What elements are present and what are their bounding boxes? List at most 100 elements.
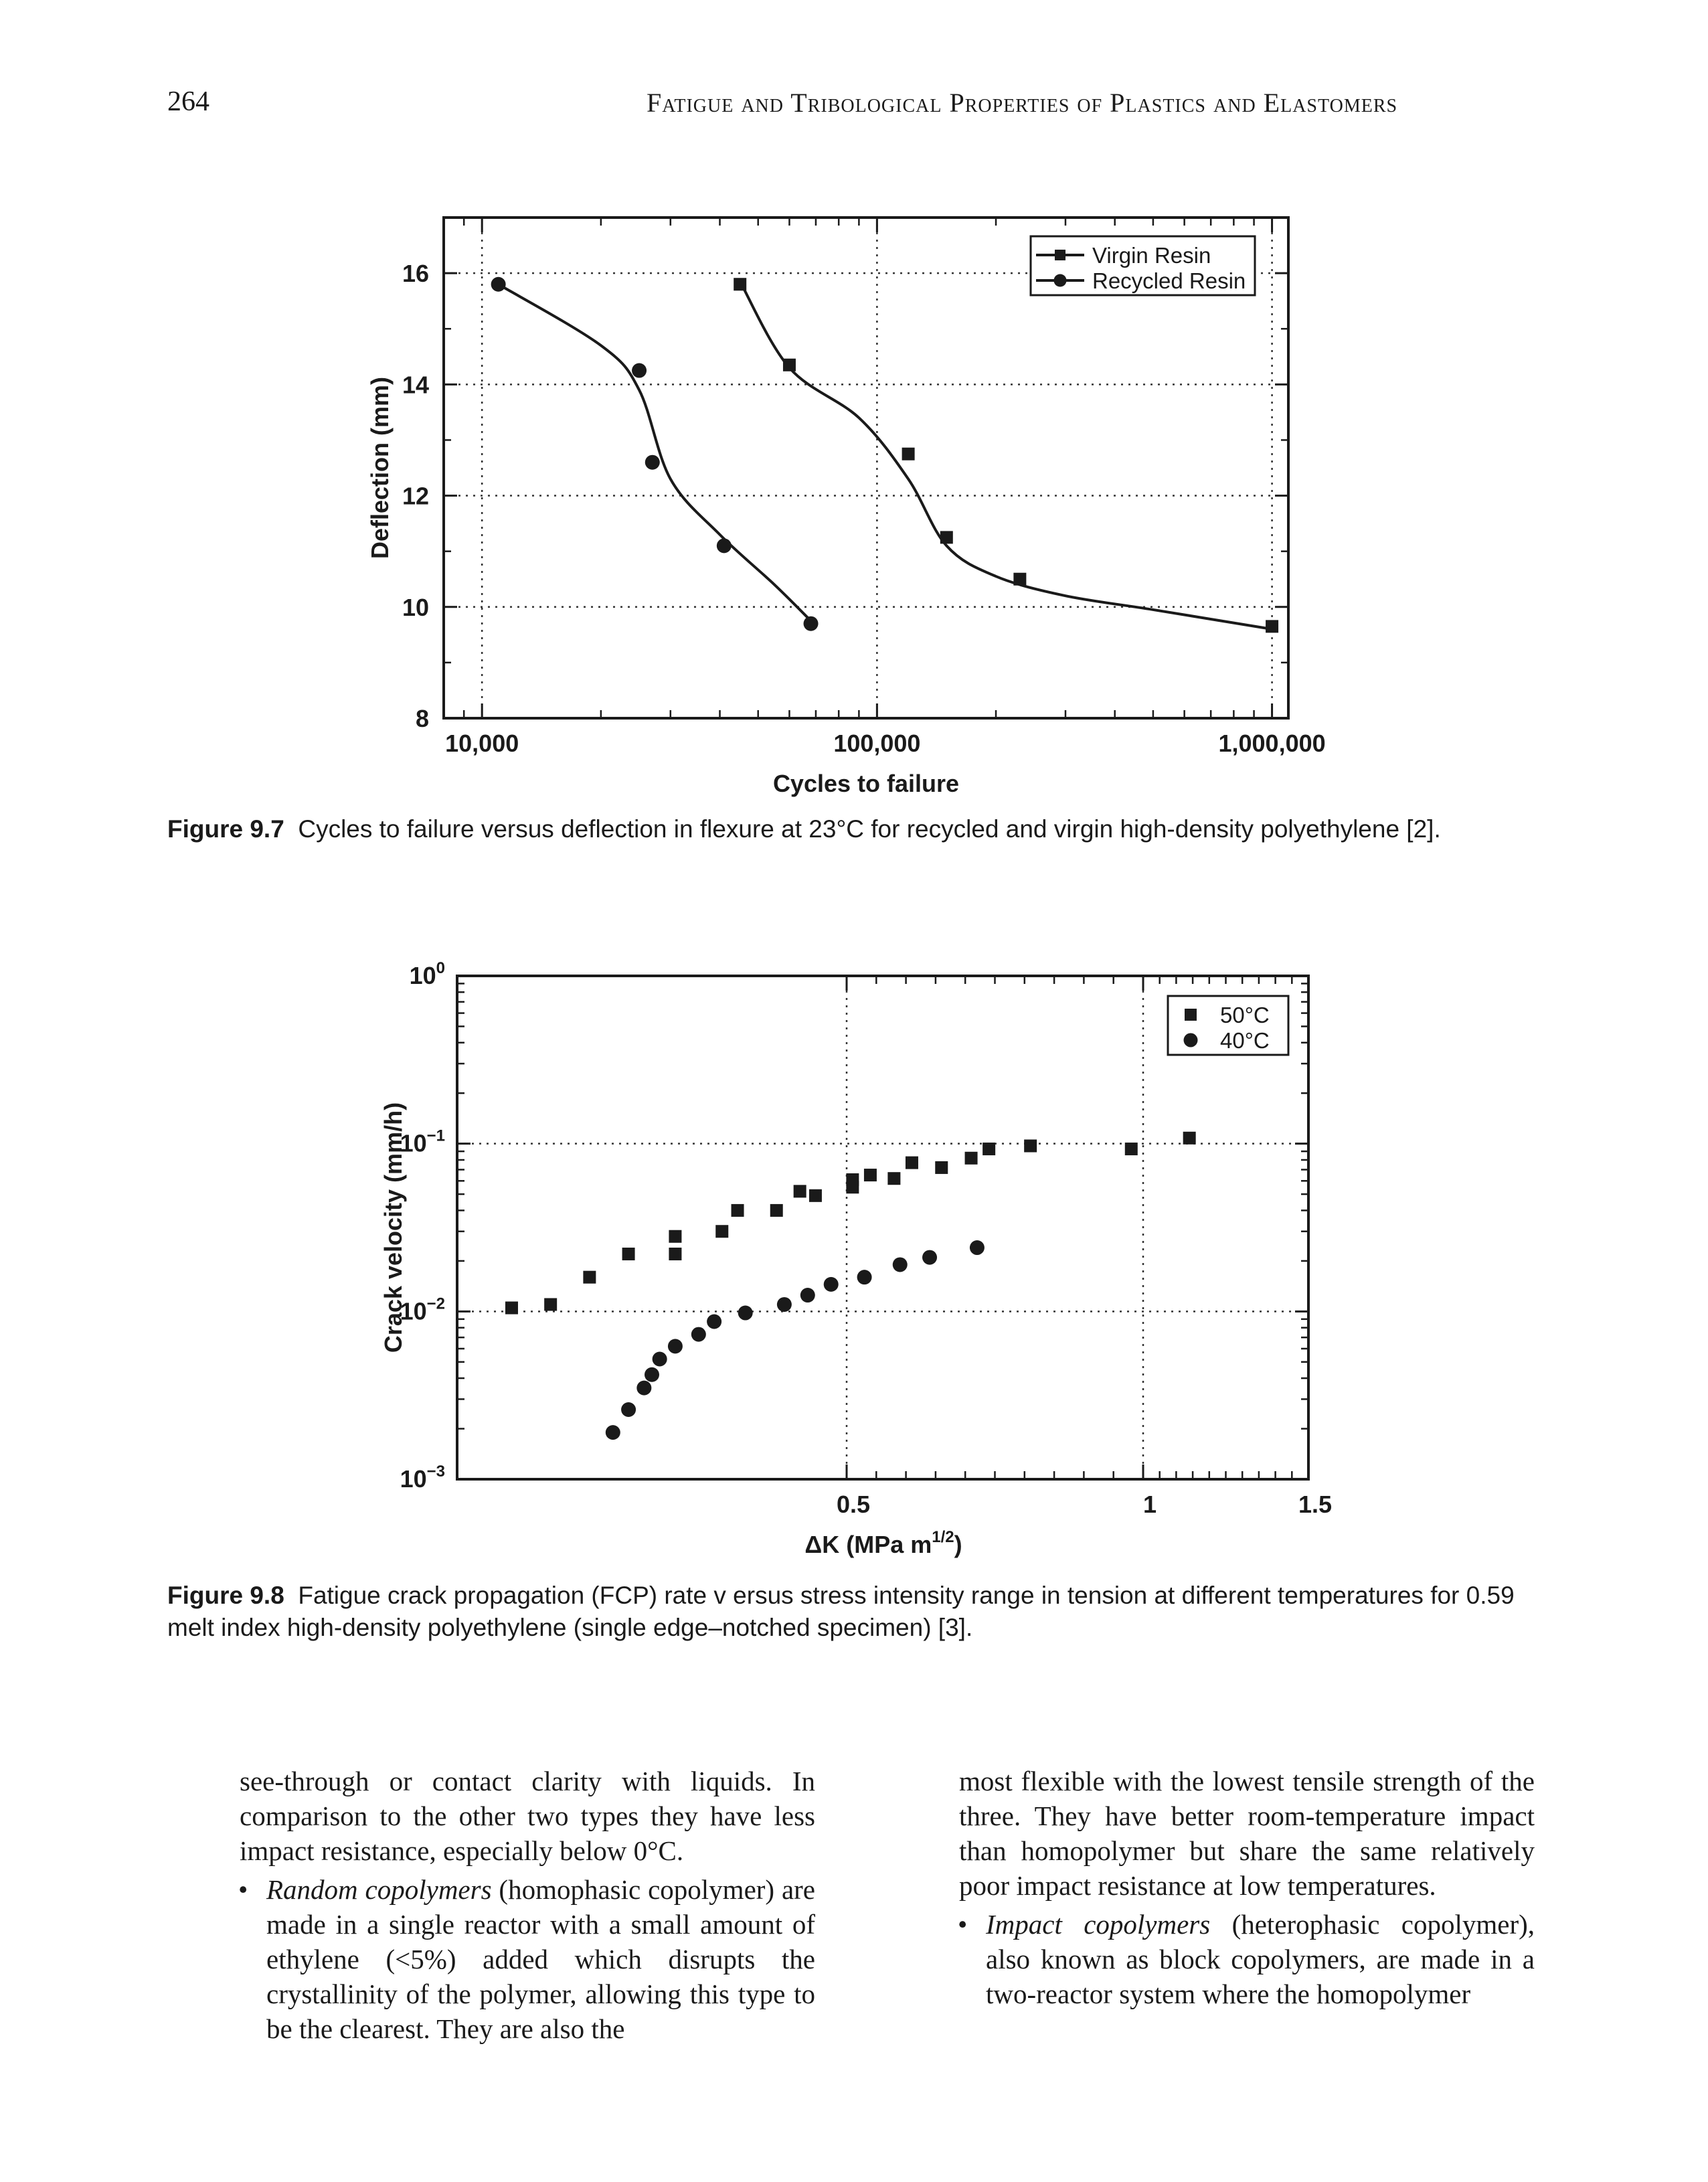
legend-label: 50°C xyxy=(1220,1003,1270,1027)
x-tick-label: 1,000,000 xyxy=(1218,730,1325,757)
bullet-term: Impact copolymers xyxy=(986,1909,1211,1940)
y-tick-label: 10−2 xyxy=(400,1294,445,1325)
data-point-40c xyxy=(892,1257,908,1272)
x-tick-label: 100,000 xyxy=(833,730,920,757)
y-tick-label: 16 xyxy=(402,260,429,287)
y-axis-title: Deflection (mm) xyxy=(366,377,394,559)
data-point-recycled xyxy=(803,616,819,631)
legend-marker xyxy=(1053,274,1067,287)
data-point-50c xyxy=(622,1247,635,1260)
y-tick-label: 10−3 xyxy=(400,1462,445,1493)
data-point-50c xyxy=(846,1181,859,1194)
data-point-50c xyxy=(905,1156,918,1169)
data-point-40c xyxy=(738,1305,753,1321)
data-point-50c xyxy=(505,1301,518,1315)
data-point-50c xyxy=(544,1298,558,1311)
left-bullet-item: • Random copolymers (homophasic copolymer… xyxy=(238,1872,815,2046)
y-tick-label: 8 xyxy=(416,705,429,732)
x-axis-title: ΔK (MPa m1/2) xyxy=(804,1528,962,1558)
data-point-50c xyxy=(731,1203,744,1217)
data-point-50c xyxy=(887,1172,901,1185)
data-point-recycled xyxy=(716,538,732,554)
y-tick-label: 12 xyxy=(402,483,429,510)
data-point-recycled xyxy=(491,276,506,292)
y-axis-title: Crack velocity (mm/h) xyxy=(379,1102,407,1353)
data-point-50c xyxy=(808,1189,822,1202)
data-point-virgin xyxy=(782,358,796,371)
data-point-50c xyxy=(935,1161,948,1174)
data-point-recycled xyxy=(645,454,660,470)
data-point-recycled xyxy=(632,363,647,378)
data-point-40c xyxy=(605,1425,620,1440)
data-point-40c xyxy=(667,1339,683,1354)
data-point-virgin xyxy=(1266,620,1279,633)
page-number: 264 xyxy=(167,86,209,117)
y-tick-label: 10 xyxy=(402,594,429,621)
data-point-50c xyxy=(715,1225,729,1238)
plot-frame xyxy=(442,216,1290,720)
x-tick-label: 10,000 xyxy=(445,730,519,757)
data-point-40c xyxy=(776,1296,792,1312)
data-point-50c xyxy=(1124,1143,1138,1156)
data-point-40c xyxy=(645,1367,659,1382)
data-point-40c xyxy=(707,1314,722,1329)
data-point-virgin xyxy=(734,278,747,291)
data-point-40c xyxy=(621,1402,636,1417)
data-point-40c xyxy=(691,1327,706,1342)
bullet-text: (heterophasic copolymer), also known as … xyxy=(986,1909,1535,2009)
plot-frame xyxy=(456,975,1310,1481)
legend-label: 40°C xyxy=(1220,1028,1270,1053)
data-point-40c xyxy=(857,1270,872,1285)
data-point-virgin xyxy=(1013,572,1027,586)
data-point-50c xyxy=(770,1203,783,1217)
bullet-term: Random copolymers xyxy=(266,1874,492,1905)
figure-9-7-caption: Figure 9.7 Cycles to failure versus defl… xyxy=(167,813,1553,845)
legend-label: Recycled Resin xyxy=(1092,268,1246,293)
bullet-text: (homophasic copolymer) are made in a sin… xyxy=(266,1874,815,2044)
data-point-50c xyxy=(583,1270,596,1284)
figure-9-8-caption-text: Fatigue crack propagation (FCP) rate v e… xyxy=(167,1582,1515,1641)
figure-9-8-caption: Figure 9.8 Fatigue crack propagation (FC… xyxy=(167,1580,1546,1644)
x-tick-label: 1.5 xyxy=(1298,1491,1332,1518)
legend-box xyxy=(1029,235,1256,297)
figure-9-8-label: Figure 9.8 xyxy=(167,1582,284,1609)
left-paragraph: see-through or contact clarity with liqu… xyxy=(240,1766,815,1866)
x-tick-label: 1 xyxy=(1143,1491,1157,1518)
data-point-40c xyxy=(652,1351,667,1367)
running-header: Fatigue and Tribological Properties of P… xyxy=(647,88,1398,118)
figure-9-7-label: Figure 9.7 xyxy=(167,815,284,843)
data-point-50c xyxy=(983,1143,996,1156)
data-point-virgin xyxy=(940,531,953,544)
data-point-50c xyxy=(669,1230,682,1243)
y-tick-label: 10−1 xyxy=(400,1127,445,1157)
data-point-40c xyxy=(636,1380,652,1396)
legend-marker xyxy=(1185,1009,1197,1021)
data-point-50c xyxy=(669,1247,682,1260)
y-tick-label: 14 xyxy=(402,371,429,398)
legend-marker xyxy=(1183,1033,1198,1047)
figure-9-8-chart: 100 10−1 10−2 10−3 0.5 1 1.5 ΔK (MPa m1/2) Crack… xyxy=(379,959,1332,1558)
data-point-40c xyxy=(800,1288,815,1303)
body-right-column: most flexible with the lowest tensile st… xyxy=(958,1764,1535,2011)
x-tick-label: 0.5 xyxy=(837,1491,870,1518)
data-point-40c xyxy=(969,1240,985,1256)
body-left-column: see-through or contact clarity with liqu… xyxy=(238,1764,815,2046)
data-point-50c xyxy=(964,1151,978,1165)
data-point-50c xyxy=(793,1185,806,1198)
data-point-40c xyxy=(823,1276,839,1292)
legend-marker xyxy=(1055,250,1065,260)
right-bullet-item: •Impact copolymers (heterophasic copolym… xyxy=(958,1907,1535,2011)
figure-9-7-caption-text: Cycles to failure versus deflection in f… xyxy=(298,815,1441,843)
bullet-mark: • xyxy=(238,1874,248,1905)
data-point-50c xyxy=(1024,1139,1037,1153)
data-point-virgin xyxy=(902,447,915,460)
legend-label: Virgin Resin xyxy=(1092,243,1211,268)
data-point-40c xyxy=(922,1250,938,1265)
right-paragraph: most flexible with the lowest tensile st… xyxy=(959,1766,1535,1901)
x-axis-title: Cycles to failure xyxy=(773,770,959,797)
data-point-50c xyxy=(1183,1131,1196,1145)
data-point-50c xyxy=(863,1169,877,1182)
y-tick-label: 100 xyxy=(410,959,445,989)
fit-curve-virgin xyxy=(738,280,1272,631)
